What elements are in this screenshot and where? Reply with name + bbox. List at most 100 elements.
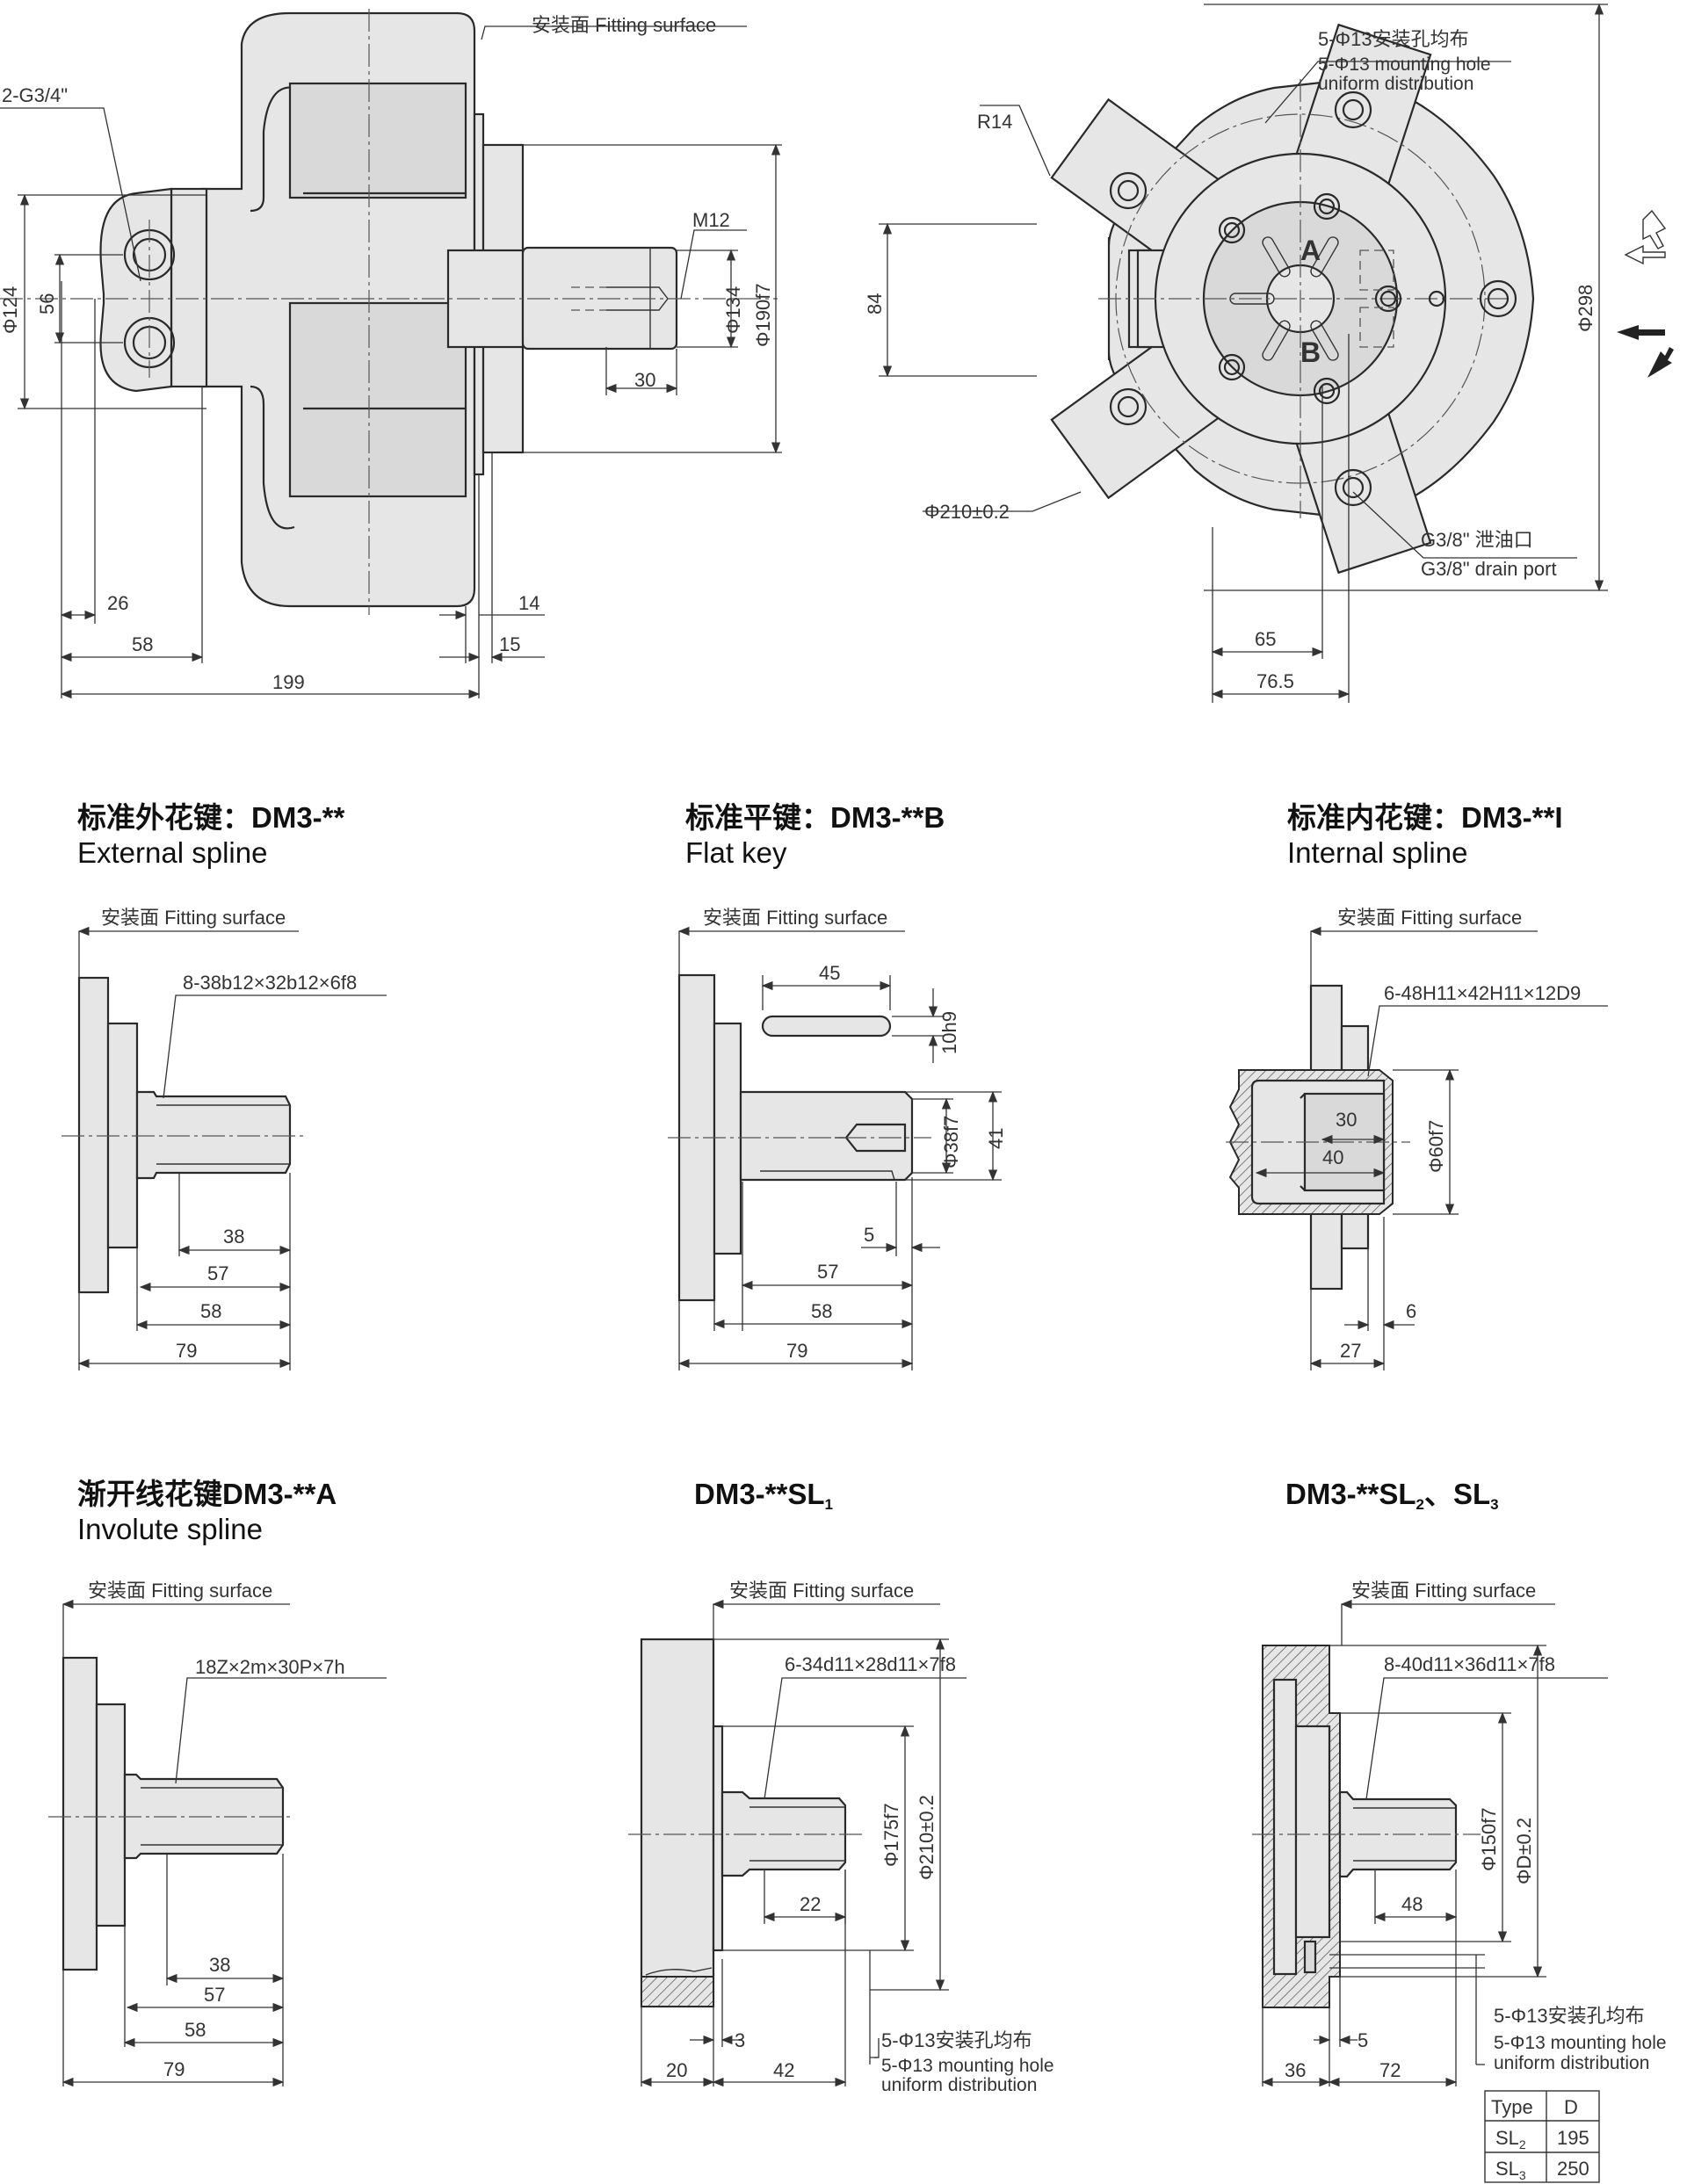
v5-dim-20: 20 xyxy=(666,2059,687,2081)
variant-flat-key xyxy=(668,926,1002,1370)
v3-title-en: Internal spline xyxy=(1287,836,1467,869)
port-a-label: A xyxy=(1300,235,1321,266)
v4-dim-57: 57 xyxy=(204,1984,225,2006)
v5-spec: 6-34d11×28d11×7f8 xyxy=(785,1653,956,1675)
text-labels: 安装面 Fitting surface 2-G3/4" M12 Φ124 56 … xyxy=(0,14,1667,2095)
dim-124: Φ124 xyxy=(0,286,21,334)
side-dim-298: Φ298 xyxy=(1575,285,1596,332)
v5-dim-22: 22 xyxy=(800,1893,821,1915)
v3-dim-30: 30 xyxy=(1336,1109,1357,1131)
port-thread-label: 2-G3/4" xyxy=(2,84,68,106)
v5-title-main: DM3-**SL xyxy=(694,1478,825,1510)
table-row-type: SL2 xyxy=(1495,2127,1526,2151)
v5-mount-en2: uniform distribution xyxy=(881,2075,1037,2095)
v5-fitting: 安装面 Fitting surface xyxy=(729,1580,914,1602)
side-mount-en1: 5-Φ13 mounting hole xyxy=(1318,54,1491,75)
v2-shaft-d: Φ38f7 xyxy=(940,1116,962,1168)
v6-title-sub2: 3 xyxy=(1490,1496,1498,1513)
variant-external-spline xyxy=(62,926,387,1370)
v2-dim-5: 5 xyxy=(864,1224,874,1246)
v6-dim-72: 72 xyxy=(1379,2059,1401,2081)
v3-dim-27: 27 xyxy=(1340,1340,1361,1362)
v4-spec: 18Z×2m×30P×7h xyxy=(195,1656,345,1678)
v2-dim-79: 79 xyxy=(786,1340,807,1362)
v6-spec: 8-40d11×36d11×7f8 xyxy=(1384,1653,1555,1675)
dim-30: 30 xyxy=(634,369,655,391)
dim-26: 26 xyxy=(107,592,128,614)
v2-title-en: Flat key xyxy=(685,836,787,869)
dim-190: Φ190f7 xyxy=(752,283,774,347)
v2-dim-57: 57 xyxy=(817,1261,838,1283)
dim-134: Φ134 xyxy=(722,286,744,334)
v6-dim-48: 48 xyxy=(1401,1893,1423,1915)
side-dim-65: 65 xyxy=(1255,628,1276,650)
side-mount-en2: uniform distribution xyxy=(1318,74,1473,94)
v1-fitting: 安装面 Fitting surface xyxy=(101,907,286,929)
side-view-dimensions xyxy=(879,3,1674,703)
v5-mount-cn: 5-Φ13安装孔均布 xyxy=(881,2029,1032,2051)
dim-56: 56 xyxy=(36,293,58,315)
variant-sl1 xyxy=(628,1599,967,2087)
v4-title-en: Involute spline xyxy=(77,1513,263,1545)
dim-14: 14 xyxy=(518,592,539,614)
side-view: A B xyxy=(1050,23,1535,575)
table-row1-type: SL xyxy=(1495,2127,1519,2149)
v6-title: DM3-**SL2、SL3 xyxy=(1285,1478,1499,1513)
side-pcd: Φ210±0.2 xyxy=(924,501,1010,523)
v6-mount-en1: 5-Φ13 mounting hole xyxy=(1494,2033,1667,2053)
table-row2-type: SL xyxy=(1495,2158,1519,2180)
v5-mount-en1: 5-Φ13 mounting hole xyxy=(881,2056,1054,2076)
v6-dim-36: 36 xyxy=(1285,2059,1306,2081)
v5-d210: Φ210±0.2 xyxy=(916,1795,938,1880)
m12-label: M12 xyxy=(692,209,730,231)
v5-title: DM3-**SL1 xyxy=(694,1478,833,1513)
v3-fitting: 安装面 Fitting surface xyxy=(1337,907,1522,929)
v4-dim-79: 79 xyxy=(163,2058,185,2080)
v4-dim-38: 38 xyxy=(209,1954,230,1976)
side-drain-en: G3/8" drain port xyxy=(1421,558,1557,580)
table-row1-sub: 2 xyxy=(1519,2137,1526,2151)
v3-bore: Φ60f7 xyxy=(1425,1120,1447,1173)
table-row-type: SL3 xyxy=(1495,2158,1526,2182)
v2-title-cn: 标准平键：DM3-**B xyxy=(685,801,945,834)
v3-title-cn: 标准内花键：DM3-**I xyxy=(1287,801,1563,834)
v4-dim-58: 58 xyxy=(185,2019,206,2041)
side-drain-cn: G3/8" 泄油口 xyxy=(1421,529,1533,551)
variant-involute-spline xyxy=(48,1599,387,2087)
v6-dim-5: 5 xyxy=(1358,2029,1368,2051)
v1-spec: 8-38b12×32b12×6f8 xyxy=(183,972,357,994)
v5-dim-42: 42 xyxy=(773,2059,794,2081)
main-front-view xyxy=(0,9,778,615)
v3-spec: 6-48H11×42H11×12D9 xyxy=(1384,982,1581,1004)
v6-fitting: 安装面 Fitting surface xyxy=(1351,1580,1536,1602)
main-view-dimensions xyxy=(0,25,782,699)
v5-dim-3: 3 xyxy=(735,2029,745,2051)
v4-fitting: 安装面 Fitting surface xyxy=(88,1580,272,1602)
v2-key-w: 10h9 xyxy=(938,1011,960,1054)
v6-title-sub1: 2 xyxy=(1416,1496,1424,1513)
v6-title-main: DM3-**SL xyxy=(1285,1478,1416,1510)
v6-title-mid: 、SL xyxy=(1424,1478,1490,1510)
v2-dim-58: 58 xyxy=(811,1300,832,1322)
side-r14: R14 xyxy=(977,111,1012,133)
v2-fitting: 安装面 Fitting surface xyxy=(703,907,887,929)
port-b-label: B xyxy=(1300,336,1321,368)
v2-key-len: 45 xyxy=(819,962,840,984)
table-header-d: D xyxy=(1564,2096,1578,2118)
main-fitting-surface-label: 安装面 Fitting surface xyxy=(532,14,716,36)
v6-mount-en2: uniform distribution xyxy=(1494,2053,1649,2073)
v3-dim-40: 40 xyxy=(1322,1146,1343,1168)
v1-dim-38: 38 xyxy=(223,1226,244,1247)
v5-title-sub: 1 xyxy=(825,1496,833,1513)
v1-dim-58: 58 xyxy=(200,1300,221,1322)
dim-58: 58 xyxy=(132,633,153,655)
type-table: Type D SL2 195 SL3 250 xyxy=(1484,2090,1600,2183)
v1-dim-79: 79 xyxy=(176,1340,197,1362)
table-row1-d: 195 xyxy=(1557,2127,1589,2149)
v6-d150: Φ150f7 xyxy=(1478,1807,1500,1871)
table-header-type: Type xyxy=(1491,2096,1533,2118)
table-row2-sub: 3 xyxy=(1519,2168,1526,2182)
table-row2-d: 250 xyxy=(1557,2158,1589,2180)
dim-199: 199 xyxy=(272,671,305,693)
